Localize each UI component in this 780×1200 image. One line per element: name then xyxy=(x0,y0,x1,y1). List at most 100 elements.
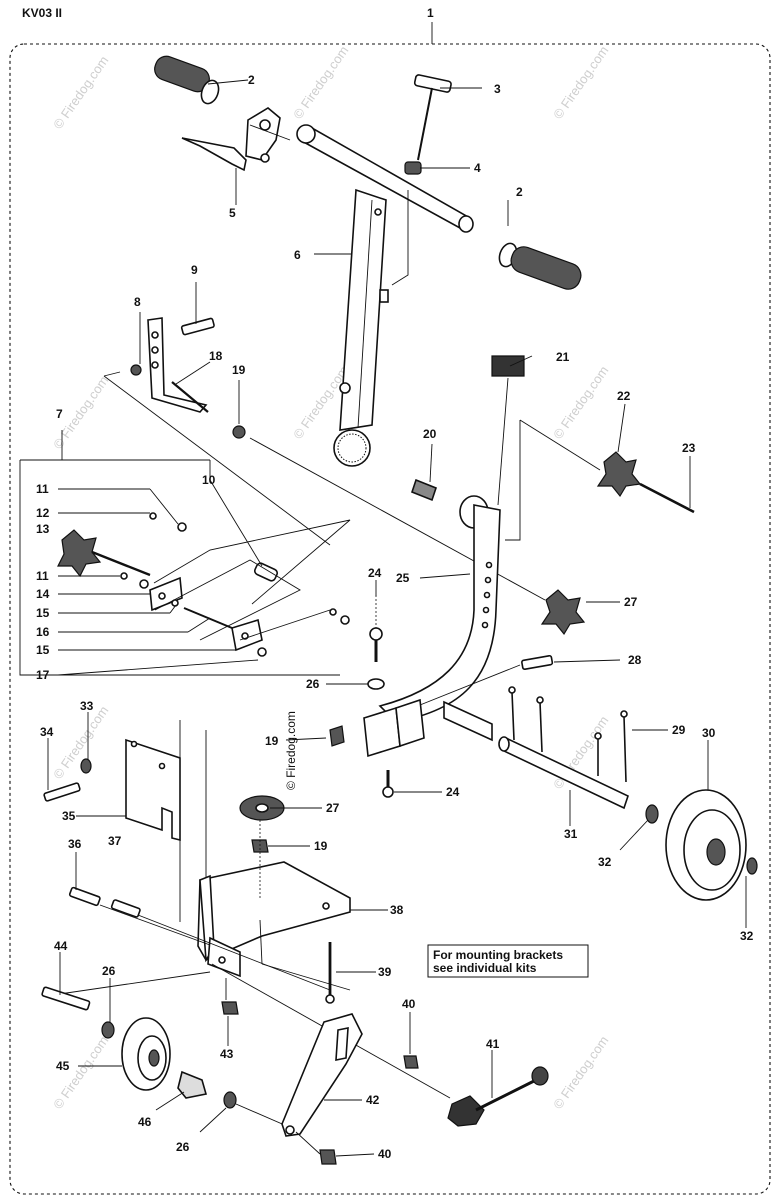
callout-leaders xyxy=(47,79,747,1157)
callout-37: 37 xyxy=(108,834,122,848)
clamp-plate xyxy=(149,576,183,612)
front-wheel-assembly xyxy=(41,986,549,1165)
back-plate xyxy=(125,738,181,842)
callout-26: 26 xyxy=(102,964,116,978)
callout-7: 7 xyxy=(56,407,63,421)
watermark: © Firedog.com xyxy=(290,43,351,122)
callout-33: 33 xyxy=(80,699,94,713)
callout-8: 8 xyxy=(134,295,141,309)
callout-34: 34 xyxy=(40,725,54,739)
callout-40: 40 xyxy=(402,997,416,1011)
callout-18: 18 xyxy=(209,349,223,363)
callout-15: 15 xyxy=(36,643,50,657)
model-label: KV03 II xyxy=(22,6,62,20)
callout-35: 35 xyxy=(62,809,76,823)
callout-2: 2 xyxy=(248,73,255,87)
callout-16: 16 xyxy=(36,625,50,639)
handle-post xyxy=(339,188,387,431)
callout-41: 41 xyxy=(486,1037,500,1051)
assembly-border xyxy=(9,43,771,1195)
watermark: © Firedog.com xyxy=(50,703,111,782)
grip-left-collar xyxy=(200,79,220,105)
tube-base xyxy=(363,706,401,758)
note-line-1: For mounting brackets xyxy=(433,948,563,962)
callout-30: 30 xyxy=(702,726,716,740)
callout-31: 31 xyxy=(564,827,578,841)
callout-25: 25 xyxy=(396,571,410,585)
callout-2: 2 xyxy=(516,185,523,199)
frame-column xyxy=(329,355,695,798)
note-box xyxy=(427,944,589,978)
spring-pin xyxy=(254,562,278,582)
note-line-2: see individual kits xyxy=(433,961,537,975)
callout-21: 21 xyxy=(556,350,570,364)
callout-40: 40 xyxy=(378,1147,392,1161)
t-screw xyxy=(413,74,452,93)
callout-42: 42 xyxy=(366,1093,380,1107)
callout-3: 3 xyxy=(494,82,501,96)
grip-right xyxy=(510,246,582,290)
callout-32: 32 xyxy=(740,929,754,943)
callout-44: 44 xyxy=(54,939,68,953)
handle-bar-assembly xyxy=(154,55,582,467)
callout-27: 27 xyxy=(624,595,638,609)
bolt-9 xyxy=(180,317,215,336)
callout-11: 11 xyxy=(36,569,49,583)
callout-36: 36 xyxy=(68,837,82,851)
lock-subassembly xyxy=(19,459,351,676)
callout-4: 4 xyxy=(474,161,481,175)
watermark: © Firedog.com xyxy=(50,53,111,132)
callout-1: 1 xyxy=(427,6,434,20)
callout-13: 13 xyxy=(36,522,50,536)
adjust-bracket xyxy=(103,317,546,601)
axle xyxy=(501,736,629,810)
callout-26: 26 xyxy=(306,677,320,691)
brake-lever xyxy=(181,137,247,172)
callout-12: 12 xyxy=(36,506,50,520)
callout-45: 45 xyxy=(56,1059,70,1073)
base-frame xyxy=(43,720,451,1099)
watermark-center: © Firedog.com xyxy=(284,711,298,790)
callout-19: 19 xyxy=(232,363,246,377)
base-frame-body xyxy=(197,861,351,962)
star-knob-22 xyxy=(596,451,642,498)
main-tube xyxy=(378,504,501,723)
callout-24: 24 xyxy=(368,566,382,580)
callout-24: 24 xyxy=(446,785,460,799)
callout-43: 43 xyxy=(220,1047,234,1061)
watermark: © Firedog.com xyxy=(550,1033,611,1112)
rear-wheel-assembly xyxy=(498,686,758,901)
crank-handle xyxy=(447,1095,485,1127)
callout-28: 28 xyxy=(628,653,642,667)
callout-39: 39 xyxy=(378,965,392,979)
callout-26: 26 xyxy=(176,1140,190,1154)
callout-23: 23 xyxy=(682,441,696,455)
callout-20: 20 xyxy=(423,427,437,441)
spring xyxy=(411,478,437,502)
callout-11: 11 xyxy=(36,482,49,496)
callout-17: 17 xyxy=(36,668,50,682)
side-tube xyxy=(443,700,493,742)
callout-22: 22 xyxy=(617,389,631,403)
notched-disc xyxy=(333,429,371,467)
callout-numbers: 2 3 4 2 5 6 9 8 18 21 19 22 7 20 23 10 1… xyxy=(36,73,754,1161)
star-knob-27 xyxy=(540,589,586,636)
cap xyxy=(491,355,525,377)
watermark: © Firedog.com xyxy=(550,43,611,122)
callout-19: 19 xyxy=(265,734,279,748)
watermark: © Firedog.com xyxy=(550,363,611,442)
callout-19: 19 xyxy=(314,839,328,853)
callout-46: 46 xyxy=(138,1115,152,1129)
callout-9: 9 xyxy=(191,263,198,277)
callout-14: 14 xyxy=(36,587,50,601)
lever-bracket xyxy=(245,107,281,161)
callout-15: 15 xyxy=(36,606,50,620)
callout-38: 38 xyxy=(390,903,404,917)
star-knob xyxy=(57,529,102,578)
swing-arm xyxy=(281,1013,363,1137)
callout-29: 29 xyxy=(672,723,686,737)
callout-27: 27 xyxy=(326,801,340,815)
callout-10: 10 xyxy=(202,473,216,487)
spacer xyxy=(177,1070,208,1099)
